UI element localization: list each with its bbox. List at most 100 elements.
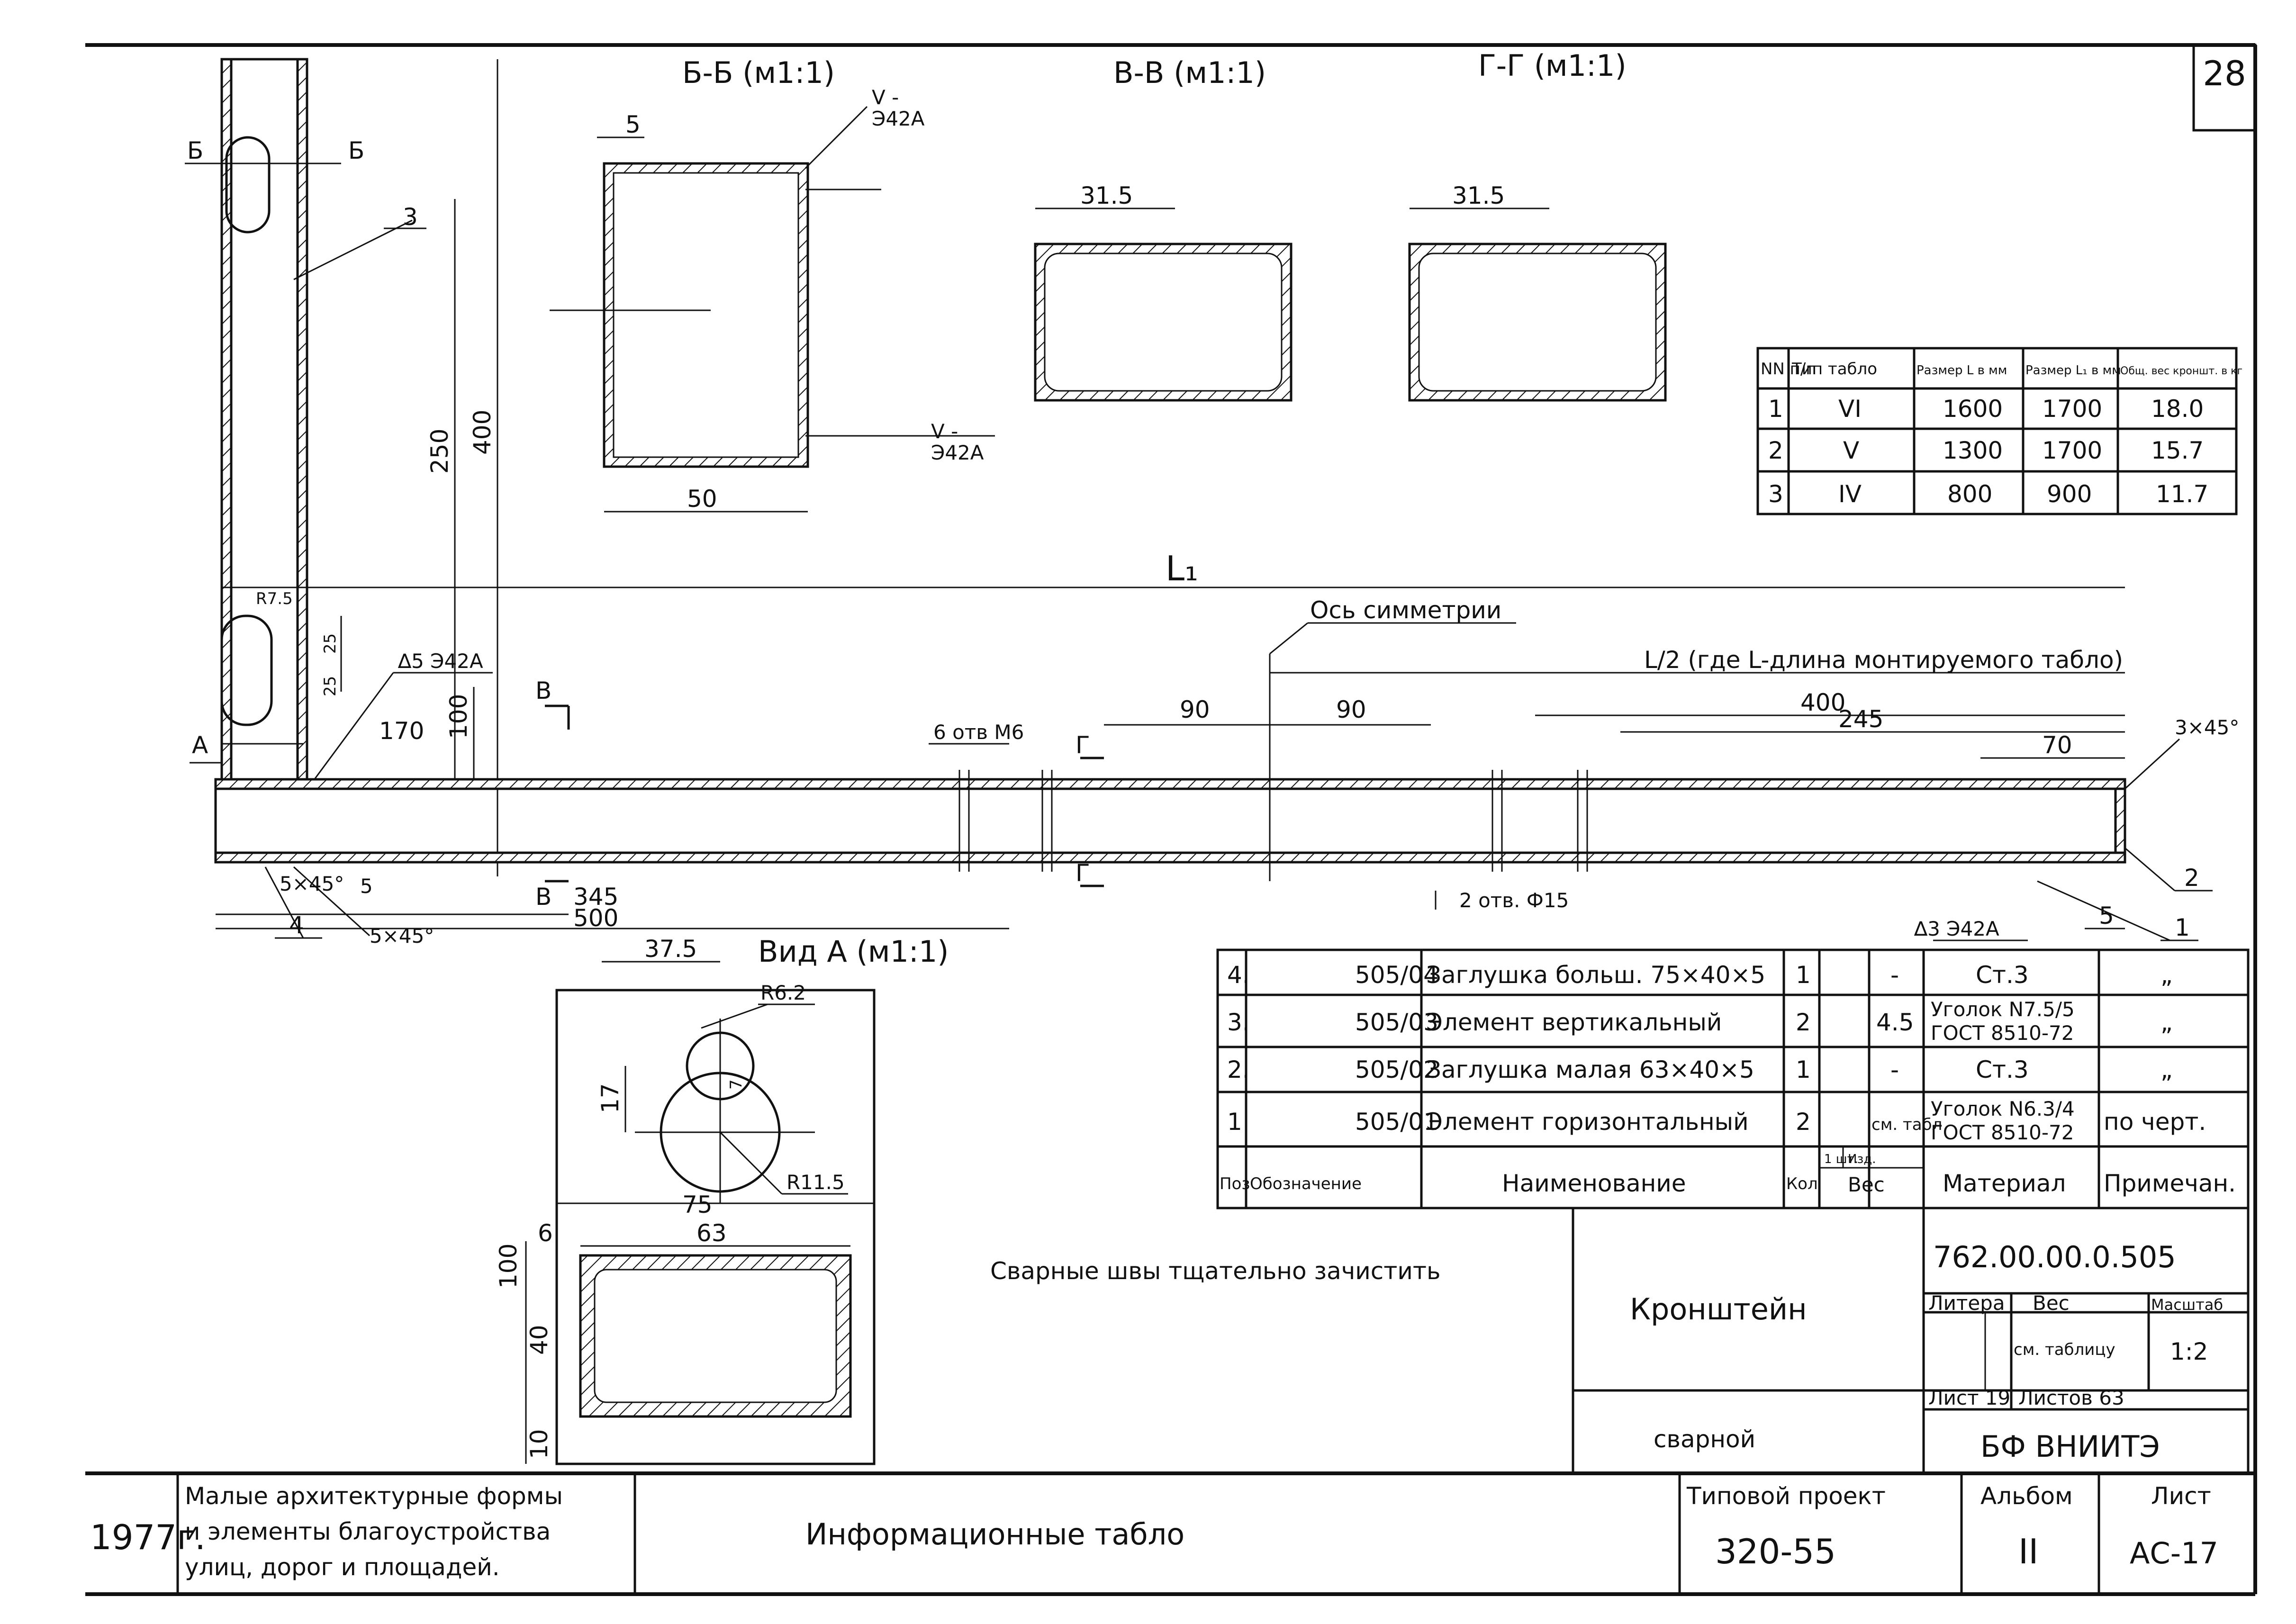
spec-header-designation: Обозначение (1250, 1174, 1362, 1193)
section-mark-b-left: Б (187, 137, 203, 164)
section-bb: Б-Б (м1:1) V - Э42А V - Э42А 5 50 (550, 55, 995, 513)
dim-345: 345 (573, 883, 618, 911)
spec-header-note: Примечан. (2104, 1170, 2236, 1197)
section-mark-g-bottom: Г (1076, 859, 1090, 887)
view-a-dim-37-5: 37.5 (644, 935, 697, 963)
project-number: 320-55 (1715, 1532, 1836, 1571)
spec-cell: Элемент вертикальный (1426, 1009, 1722, 1036)
size-table-cell: VI (1838, 395, 1862, 423)
section-gg-title: Г-Г (м1:1) (1478, 48, 1627, 83)
spec-cell: Ст.3 (1976, 961, 2029, 989)
section-mark-v-bottom: В (535, 883, 551, 911)
spec-cell: Уголок N7.5/5 (1931, 998, 2075, 1021)
spec-cell: - (1890, 1056, 1899, 1083)
view-a-r11-5: R11.5 (786, 1171, 845, 1194)
callout-2: 2 (2184, 864, 2199, 892)
dim-l1: L₁ (1166, 549, 1198, 588)
title-block: 762.00.00.0.505 Кронштейн сварной Литера… (1572, 1207, 2250, 1475)
dim-500: 500 (573, 904, 618, 932)
part-name-2: сварной (1654, 1426, 1755, 1453)
holes-m6-label: 6 отв М6 (933, 721, 1024, 744)
spec-cell: ГОСТ 8510-72 (1931, 1121, 2074, 1144)
doc-code: 762.00.00.0.505 (1933, 1240, 2176, 1274)
view-a-dim-7: 7 (727, 1079, 746, 1090)
overall-dimensions: L₁ L/2 (где L-длина монтируемого табло) … (216, 549, 2239, 947)
spec-cell: 505/03 (1355, 1009, 1438, 1036)
view-a-dim-63: 63 (696, 1219, 727, 1247)
sheet-label: Лист 19 (1928, 1386, 2010, 1409)
dim-170: 170 (379, 717, 424, 745)
welds-note: Сварные швы тщательно зачистить (990, 1257, 1441, 1285)
spec-cell: см. табл (1871, 1115, 1942, 1134)
dim-100-vertical: 100 (445, 694, 472, 739)
dim-250: 250 (426, 429, 453, 474)
size-table-cell: 800 (1947, 480, 1992, 508)
list-label: Лист (2151, 1482, 2211, 1510)
view-a-dim-100: 100 (495, 1244, 522, 1289)
bb-weld-e42a-top: Э42А (872, 107, 925, 130)
spec-header-weight: Вес (1848, 1173, 1885, 1196)
spec-cell: 4.5 (1876, 1009, 1914, 1036)
section-mark-a: А (192, 731, 208, 759)
chamfer-5x45-lower: 5×45° (370, 924, 434, 947)
bb-dim-50: 50 (687, 485, 717, 513)
year: 1977г. (90, 1517, 206, 1557)
horizontal-element: Ось симметрии (214, 596, 2126, 881)
spec-cell: 1 (1796, 961, 1811, 989)
dim-90-left: 90 (1180, 696, 1210, 723)
masshtab-label: Масштаб (2151, 1296, 2223, 1314)
dim-25-upper: 25 (321, 633, 340, 654)
chamfer-3x45: 3×45° (2175, 716, 2239, 739)
album-label: Альбом (1980, 1482, 2073, 1510)
album-title-line-2: и элементы благоустройства (185, 1518, 551, 1545)
spec-cell: Ст.3 (1976, 1056, 2029, 1083)
vv-dim-31-5: 31.5 (1080, 182, 1133, 209)
spec-cell: „ (2160, 1056, 2173, 1083)
spec-cell: Заглушка малая 63×40×5 (1426, 1056, 1754, 1083)
spec-cell: ГОСТ 8510-72 (1931, 1021, 2074, 1045)
album-title-line-1: Малые архитектурные формы (185, 1482, 563, 1510)
gg-dim-31-5: 31.5 (1452, 182, 1505, 209)
sheets-label: Листов 63 (2018, 1386, 2124, 1409)
album-title-line-3: улиц, дорог и площадей. (185, 1553, 500, 1581)
size-table-header-l: Размер L в мм (1916, 363, 2007, 378)
spec-header-izd: Изд. (1848, 1152, 1876, 1166)
size-table-header-nn: NN п/п (1761, 360, 1817, 379)
dim-400-horizontal: 400 (1800, 689, 1845, 716)
dim-r7-5: R7.5 (256, 589, 293, 608)
size-table-cell: 1 (1768, 395, 1783, 423)
view-a-dim-6: 6 (538, 1219, 553, 1247)
dim-400: 400 (469, 410, 496, 455)
spec-cell: 2. (1227, 1056, 1250, 1083)
view-a-title: Вид А (м1:1) (758, 934, 949, 969)
spec-header-one: 1 шт. (1824, 1152, 1858, 1166)
axis-of-symmetry: Ось симметрии (1310, 596, 1501, 624)
size-table-cell: 1700 (2042, 437, 2102, 464)
bb-dim-5: 5 (625, 111, 641, 138)
subject: Информационные табло (805, 1517, 1184, 1552)
dim-90-right: 90 (1336, 696, 1366, 723)
dim-5-right: 5 (2099, 902, 2114, 929)
size-table-cell: 2 (1768, 437, 1783, 464)
spec-cell: Заглушка больш. 75×40×5 (1426, 961, 1765, 989)
spec-header-name: Наименование (1502, 1170, 1686, 1197)
spec-cell: 505/04 (1355, 961, 1438, 989)
weight-value: см. таблицу (2014, 1340, 2115, 1359)
spec-header-pos: Поз (1220, 1174, 1250, 1193)
callout-4: 4 (289, 911, 304, 939)
spec-cell: - (1890, 961, 1899, 989)
view-a-dim-75: 75 (682, 1191, 713, 1218)
view-a-dim-40: 40 (525, 1325, 553, 1355)
holes-15-label: 2 отв. Ф15 (1459, 889, 1569, 912)
size-table-cell: 900 (2047, 480, 2092, 508)
spec-cell: 2 (1796, 1108, 1811, 1136)
size-table-cell: 1600 (1943, 395, 2003, 423)
weld-callout-5: ∆5 Э42А (398, 650, 483, 673)
bb-weld-v-bottom: V - (931, 420, 958, 443)
view-a-dim-10: 10 (525, 1429, 553, 1459)
org-name: БФ ВНИИТЭ (1980, 1429, 2160, 1464)
ves-label: Вес (2033, 1291, 2070, 1315)
spec-cell: по черт. (2104, 1108, 2206, 1136)
dim-245: 245 (1838, 705, 1883, 733)
size-table-cell: 11.7 (2156, 480, 2208, 508)
